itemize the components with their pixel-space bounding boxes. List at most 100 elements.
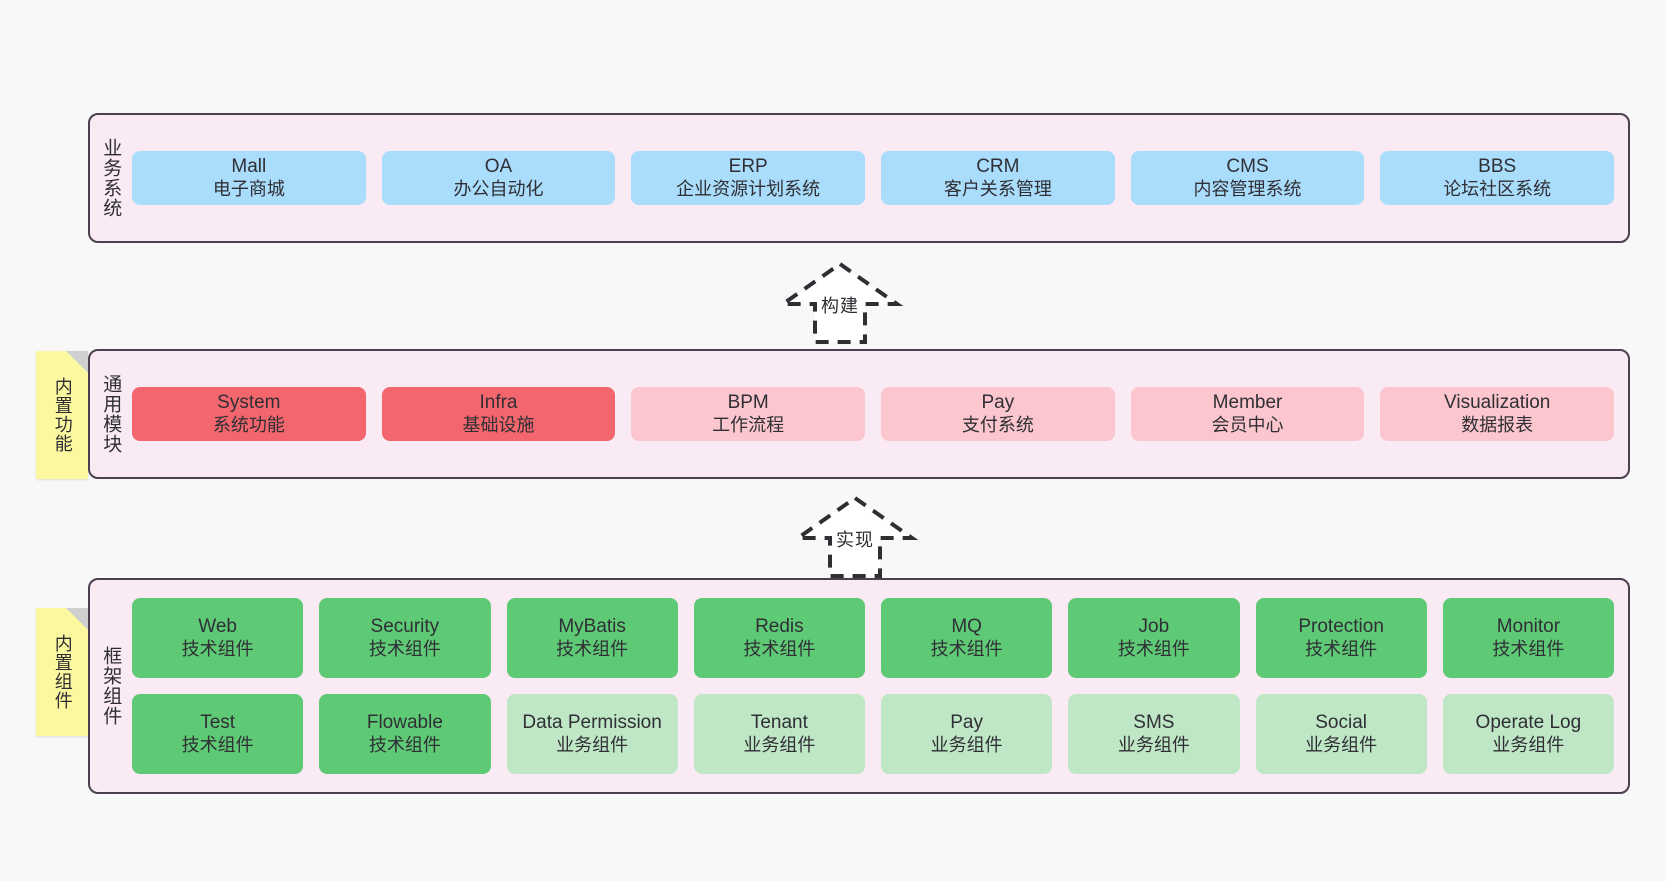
tile-subtitle: 业务组件 <box>1117 734 1190 755</box>
sticky-fold-corner-icon <box>66 351 88 373</box>
tile-data-permission[interactable]: Data Permission 业务组件 <box>506 694 678 774</box>
tile-test[interactable]: Test 技术组件 <box>132 694 304 774</box>
tile-subtitle: 技术组件 <box>368 638 441 659</box>
tile-title: Protection <box>1298 616 1384 638</box>
tile-title: SMS <box>1133 712 1175 734</box>
tile-title: Tenant <box>750 712 808 734</box>
tile-operate-log[interactable]: Operate Log 业务组件 <box>1442 694 1614 774</box>
arrow-build-label: 构建 <box>821 296 859 316</box>
tile-title: Data Permission <box>522 712 662 734</box>
tile-monitor[interactable]: Monitor 技术组件 <box>1442 598 1614 678</box>
tile-subtitle: 技术组件 <box>181 638 254 659</box>
tile-pay-business[interactable]: Pay 业务组件 <box>881 694 1053 774</box>
tile-infra[interactable]: Infra 基础设施 <box>381 387 616 441</box>
tile-flowable[interactable]: Flowable 技术组件 <box>319 694 491 774</box>
layer-body-business-system: Mall 电子商城 OA 办公自动化 ERP 企业资源计划系统 CRM 客户关系… <box>130 115 1628 241</box>
layer-body-framework-component: Web 技术组件 Security 技术组件 MyBatis 技术组件 Redi… <box>130 580 1628 792</box>
tile-title: MQ <box>951 616 982 638</box>
tile-subtitle: 技术组件 <box>556 638 629 659</box>
tile-subtitle: 业务组件 <box>1492 734 1565 755</box>
tile-mq[interactable]: MQ 技术组件 <box>881 598 1053 678</box>
tile-sms[interactable]: SMS 业务组件 <box>1068 694 1240 774</box>
tile-subtitle: 系统功能 <box>212 414 285 435</box>
tile-title: BPM <box>727 392 769 414</box>
tile-subtitle: 业务组件 <box>556 734 629 755</box>
tile-pay[interactable]: Pay 支付系统 <box>881 387 1115 441</box>
tile-title: Visualization <box>1444 392 1551 414</box>
tile-title: Web <box>198 616 237 638</box>
sticky-note-builtin-component: 内置组件 <box>36 608 88 736</box>
tile-security[interactable]: Security 技术组件 <box>319 598 491 678</box>
tile-bpm[interactable]: BPM 工作流程 <box>631 387 866 441</box>
tile-subtitle: 客户关系管理 <box>943 178 1052 199</box>
layer-common-module: 通用模块 System 系统功能 Infra 基础设施 BPM 工作流程 Pay… <box>88 349 1630 479</box>
tile-title: Mall <box>231 156 267 178</box>
tile-title: ERP <box>728 156 768 178</box>
tile-system[interactable]: System 系统功能 <box>132 387 366 441</box>
tile-job[interactable]: Job 技术组件 <box>1068 598 1240 678</box>
tile-subtitle: 技术组件 <box>1305 638 1378 659</box>
layer-business-system: 业务系统 Mall 电子商城 OA 办公自动化 ERP 企业资源计划系统 CRM… <box>88 113 1630 243</box>
tile-subtitle: 业务组件 <box>1305 734 1378 755</box>
sticky-note-label: 内置组件 <box>52 634 73 710</box>
tile-subtitle: 工作流程 <box>712 414 785 435</box>
tile-subtitle: 办公自动化 <box>453 178 544 199</box>
tile-row: Test 技术组件 Flowable 技术组件 Data Permission … <box>132 694 1614 774</box>
sticky-fold-corner-icon <box>66 608 88 630</box>
tile-redis[interactable]: Redis 技术组件 <box>693 598 865 678</box>
tile-subtitle: 技术组件 <box>1492 638 1565 659</box>
tile-title: CRM <box>976 156 1020 178</box>
tile-title: Flowable <box>366 712 443 734</box>
tile-title: Redis <box>755 616 804 638</box>
tile-visualization[interactable]: Visualization 数据报表 <box>1380 387 1615 441</box>
tile-subtitle: 数据报表 <box>1461 414 1534 435</box>
sticky-note-label: 内置功能 <box>52 377 73 453</box>
tile-subtitle: 业务组件 <box>743 734 816 755</box>
tile-crm[interactable]: CRM 客户关系管理 <box>881 151 1115 205</box>
arrow-build: 构建 <box>745 256 935 346</box>
tile-oa[interactable]: OA 办公自动化 <box>381 151 616 205</box>
tile-title: MyBatis <box>558 616 626 638</box>
tile-title: Social <box>1315 712 1367 734</box>
tile-title: Test <box>200 712 236 734</box>
layer-title-framework-component: 框架组件 <box>100 646 122 726</box>
tile-title: OA <box>484 156 513 178</box>
tile-title: BBS <box>1478 156 1517 178</box>
tile-title: Infra <box>479 392 518 414</box>
tile-subtitle: 基础设施 <box>462 414 535 435</box>
tile-erp[interactable]: ERP 企业资源计划系统 <box>631 151 866 205</box>
tile-cms[interactable]: CMS 内容管理系统 <box>1130 151 1365 205</box>
tile-mall[interactable]: Mall 电子商城 <box>132 151 366 205</box>
tile-title: Security <box>370 616 440 638</box>
tile-member[interactable]: Member 会员中心 <box>1130 387 1365 441</box>
layer-framework-component: 框架组件 Web 技术组件 Security 技术组件 MyBatis 技术组件… <box>88 578 1630 794</box>
tile-protection[interactable]: Protection 技术组件 <box>1255 598 1427 678</box>
tile-subtitle: 技术组件 <box>181 734 254 755</box>
tile-title: Monitor <box>1496 616 1561 638</box>
tile-row: Web 技术组件 Security 技术组件 MyBatis 技术组件 Redi… <box>132 598 1614 678</box>
arrow-implement: 实现 <box>760 490 950 580</box>
layer-body-common-module: System 系统功能 Infra 基础设施 BPM 工作流程 Pay 支付系统… <box>130 351 1628 477</box>
tile-subtitle: 支付系统 <box>961 414 1034 435</box>
tile-web[interactable]: Web 技术组件 <box>132 598 304 678</box>
layer-title-common-module: 通用模块 <box>100 374 122 454</box>
tile-subtitle: 技术组件 <box>368 734 441 755</box>
tile-subtitle: 论坛社区系统 <box>1443 178 1552 199</box>
tile-title: Pay <box>950 712 983 734</box>
tile-bbs[interactable]: BBS 论坛社区系统 <box>1380 151 1615 205</box>
tile-subtitle: 技术组件 <box>930 638 1003 659</box>
layer-title-business-system: 业务系统 <box>100 138 122 218</box>
sticky-note-builtin-function: 内置功能 <box>36 351 88 479</box>
tile-tenant[interactable]: Tenant 业务组件 <box>693 694 865 774</box>
arrow-implement-label: 实现 <box>836 530 874 550</box>
tile-subtitle: 业务组件 <box>930 734 1003 755</box>
tile-subtitle: 技术组件 <box>743 638 816 659</box>
tile-mybatis[interactable]: MyBatis 技术组件 <box>506 598 678 678</box>
tile-social[interactable]: Social 业务组件 <box>1255 694 1427 774</box>
tile-title: Job <box>1138 616 1170 638</box>
tile-title: System <box>217 392 281 414</box>
tile-title: Member <box>1212 392 1283 414</box>
tile-row: System 系统功能 Infra 基础设施 BPM 工作流程 Pay 支付系统… <box>132 387 1615 441</box>
tile-subtitle: 会员中心 <box>1211 414 1284 435</box>
